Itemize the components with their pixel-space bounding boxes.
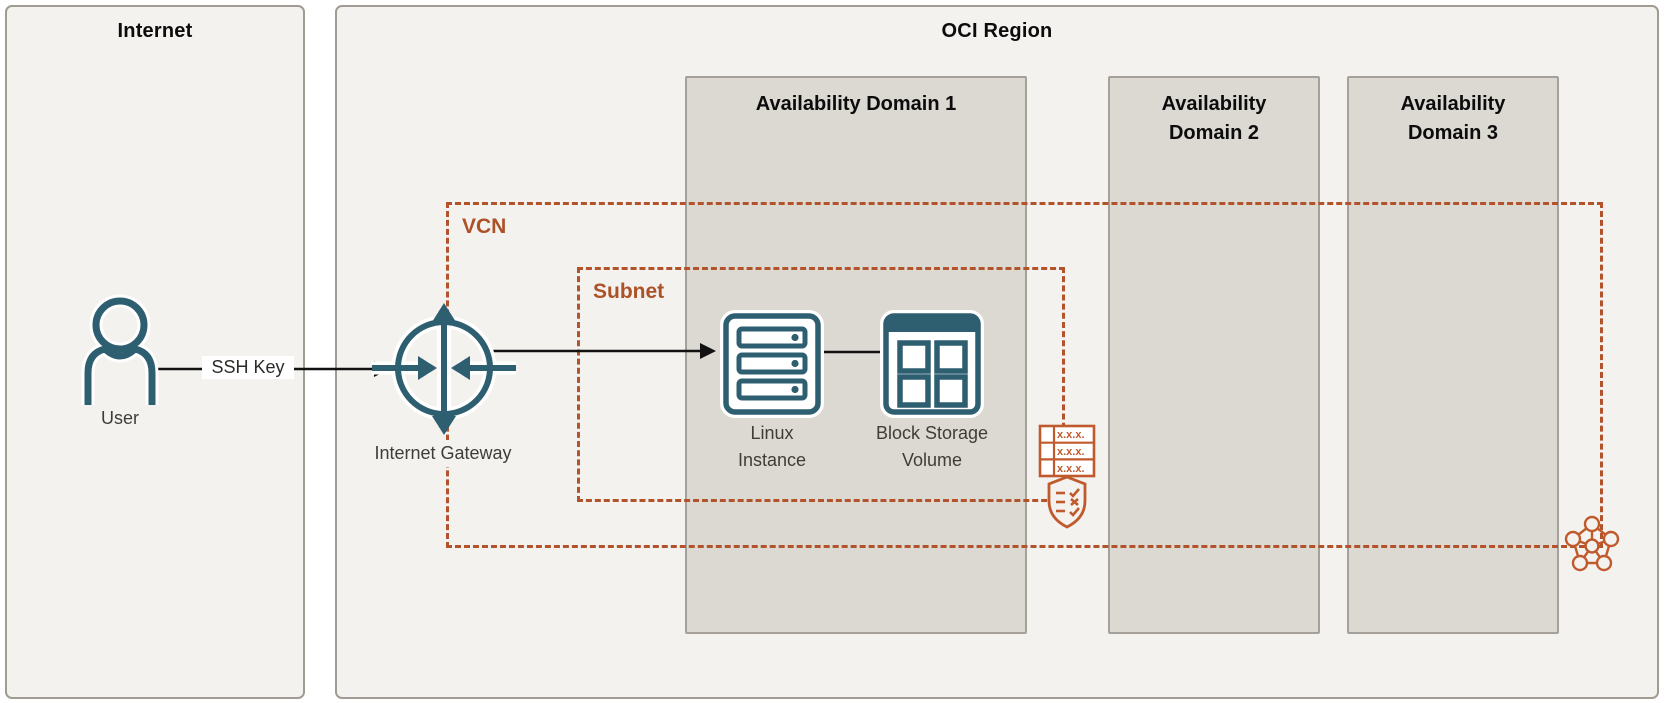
internet-panel: Internet — [5, 5, 305, 699]
availability-domain-3: Availability Domain 3 — [1347, 76, 1559, 634]
user-label: User — [100, 408, 139, 428]
block-storage-icon — [880, 310, 984, 418]
ssh-key-label: SSH Key — [202, 356, 294, 379]
user-icon — [81, 294, 159, 405]
route-table-icon: x.x.x. x.x.x. x.x.x. — [1038, 424, 1096, 478]
instance-storage-connector — [822, 350, 884, 354]
oci-region-title: OCI Region — [941, 20, 1053, 42]
security-list-icon — [1047, 475, 1087, 529]
availability-domain-3-title: Availability Domain 3 — [1400, 93, 1506, 144]
linux-instance-icon — [720, 310, 824, 418]
subnet-boundary: Subnet — [577, 267, 1065, 502]
subnet-label: Subnet — [593, 280, 665, 303]
vcn-icon — [1564, 515, 1620, 572]
availability-domain-2-title: Availability Domain 2 — [1161, 93, 1267, 144]
internet-gateway-label: Internet Gateway — [373, 440, 513, 467]
block-storage-label: Block Storage Volume — [875, 423, 989, 470]
route-table-row-3: x.x.x. — [1057, 463, 1085, 475]
availability-domain-1-title: Availability Domain 1 — [755, 93, 957, 115]
internet-panel-title: Internet — [117, 20, 193, 42]
route-table-row-1: x.x.x. — [1057, 429, 1085, 441]
linux-instance-label: Linux Instance — [737, 423, 807, 470]
vcn-label: VCN — [462, 215, 507, 238]
route-table-row-2: x.x.x. — [1057, 446, 1085, 458]
gateway-to-instance-arrow — [492, 343, 716, 359]
availability-domain-2: Availability Domain 2 — [1108, 76, 1320, 634]
internet-gateway-icon — [372, 303, 516, 435]
